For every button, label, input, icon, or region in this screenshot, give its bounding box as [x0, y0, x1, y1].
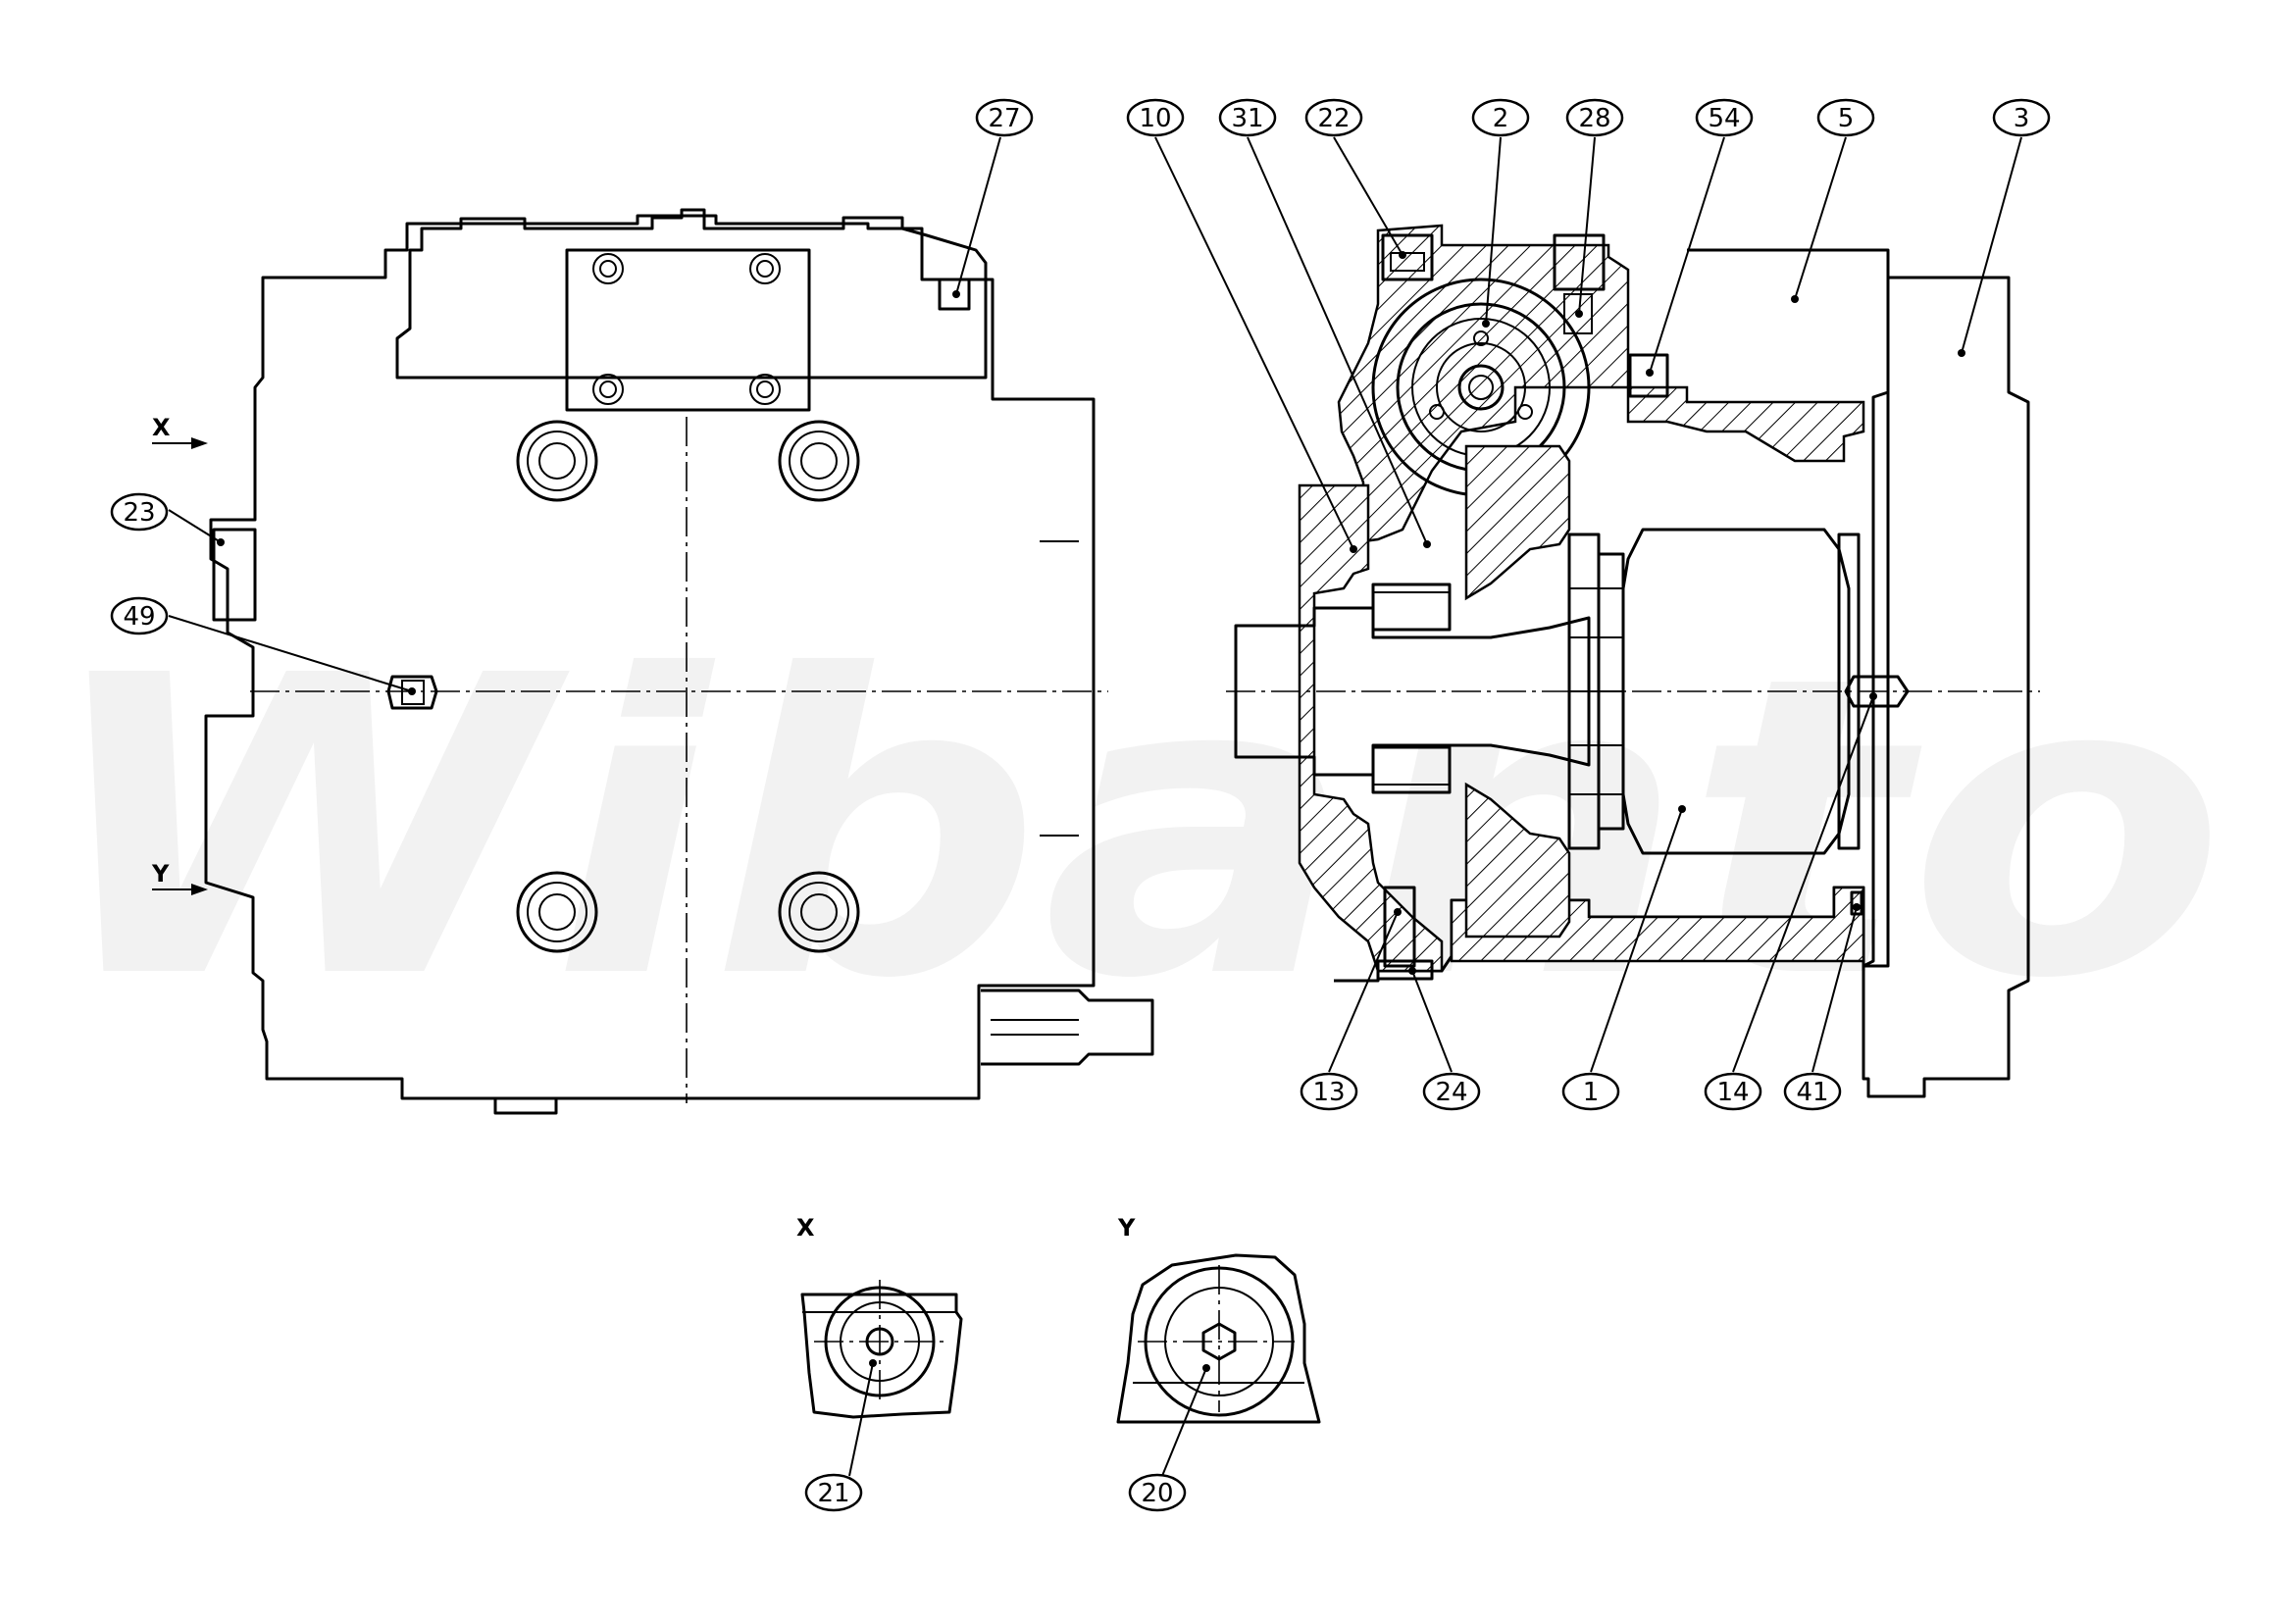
detail-view-y: Y	[1116, 1214, 1321, 1424]
callout-31: 31	[1218, 98, 1277, 137]
screw-13	[1383, 886, 1416, 968]
screw-22	[1381, 233, 1434, 281]
side-view: X Y	[151, 208, 1154, 1115]
callout-54: 54	[1695, 98, 1754, 137]
svg-text:1: 1	[1583, 1078, 1600, 1107]
svg-text:5: 5	[1838, 104, 1855, 133]
callout-1: 1	[1561, 1072, 1620, 1111]
arrow-y: Y	[151, 860, 208, 895]
bearing-upper	[1371, 583, 1452, 632]
swash-plate	[1464, 444, 1571, 601]
svg-text:21: 21	[817, 1479, 849, 1508]
outlet-nozzle	[981, 989, 1154, 1066]
svg-text:X: X	[796, 1214, 815, 1242]
callout-22: 22	[1304, 98, 1363, 137]
plug-14	[1844, 675, 1910, 708]
callout-23: 23	[110, 492, 169, 532]
svg-text:31: 31	[1231, 104, 1263, 133]
callout-28: 28	[1565, 98, 1624, 137]
svg-text:20: 20	[1141, 1479, 1173, 1508]
svg-text:41: 41	[1796, 1078, 1828, 1107]
callout-3: 3	[1992, 98, 2051, 137]
svg-text:23: 23	[123, 498, 155, 528]
callout-10: 10	[1126, 98, 1185, 137]
side-view-body	[204, 214, 1096, 1100]
bottom-foot	[493, 1096, 558, 1115]
plug-54	[1628, 353, 1669, 398]
section-view	[1226, 224, 2040, 1098]
bearing-lower	[1371, 745, 1452, 794]
side-view-top-cover	[395, 208, 988, 380]
svg-text:54: 54	[1708, 104, 1740, 133]
svg-text:3: 3	[2014, 104, 2030, 133]
arrow-x: X	[152, 414, 208, 449]
callout-5: 5	[1816, 98, 1875, 137]
callout-24: 24	[1422, 1072, 1481, 1111]
callout-14: 14	[1704, 1072, 1762, 1111]
control-block	[565, 248, 811, 412]
svg-text:24: 24	[1435, 1078, 1467, 1107]
plug-27	[938, 278, 971, 311]
watermark: Wibanto	[39, 589, 2226, 1069]
mounting-screws	[516, 420, 860, 953]
svg-text:Y: Y	[151, 860, 170, 888]
svg-text:14: 14	[1716, 1078, 1749, 1107]
leader-dots	[217, 251, 1965, 1372]
port-23-boss	[212, 528, 257, 622]
leader-lines	[168, 136, 2022, 1477]
seal-41	[1850, 890, 1863, 916]
callout-41: 41	[1783, 1072, 1842, 1111]
svg-text:27: 27	[988, 104, 1020, 133]
svg-text:2: 2	[1493, 104, 1509, 133]
end-cover-3	[1862, 276, 2030, 1098]
detail-view-x: X	[796, 1214, 963, 1419]
callout-20: 20	[1128, 1473, 1187, 1512]
svg-text:10: 10	[1139, 104, 1171, 133]
svg-text:X: X	[152, 414, 171, 441]
callout-49: 49	[110, 596, 169, 635]
screw-28	[1553, 233, 1606, 291]
screw-24	[1376, 959, 1434, 981]
svg-text:22: 22	[1317, 104, 1350, 133]
body-top-section	[1626, 385, 1865, 463]
housing-10-lower	[1298, 483, 1444, 973]
swash-plate-lower	[1464, 782, 1571, 939]
callout-21: 21	[804, 1473, 863, 1512]
svg-text:13: 13	[1312, 1078, 1345, 1107]
svg-text:Y: Y	[1117, 1214, 1136, 1242]
drive-shaft	[1234, 606, 1591, 777]
callout-2: 2	[1471, 98, 1530, 137]
svg-text:49: 49	[123, 602, 155, 632]
svg-text:28: 28	[1578, 104, 1610, 133]
callout-13: 13	[1300, 1072, 1358, 1111]
callout-27: 27	[975, 98, 1034, 137]
control-block-bolts	[592, 253, 781, 405]
